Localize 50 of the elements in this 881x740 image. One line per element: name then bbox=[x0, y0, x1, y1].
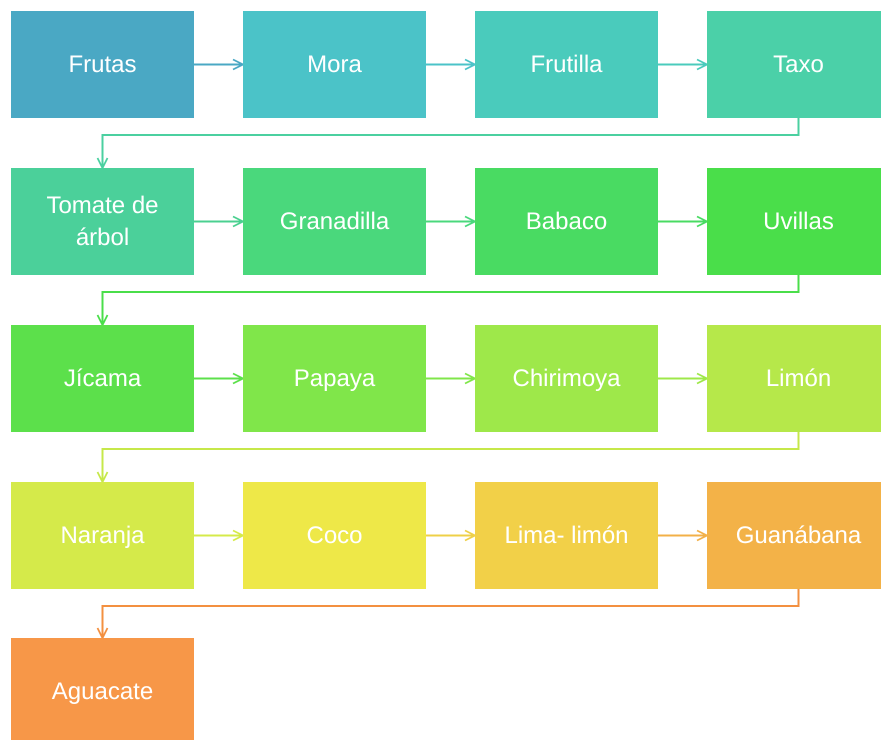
process-box bbox=[11, 11, 194, 118]
box-label: Aguacate bbox=[52, 676, 154, 707]
process-box bbox=[243, 168, 426, 275]
process-box bbox=[475, 168, 658, 275]
arrow bbox=[658, 372, 708, 384]
arrow bbox=[658, 530, 708, 542]
box-label: Jícama bbox=[64, 364, 142, 394]
box-label: Naranja bbox=[60, 520, 145, 551]
box-label: Granadilla bbox=[280, 206, 390, 237]
arrow bbox=[96, 275, 800, 326]
process-box bbox=[707, 482, 881, 589]
box-label: Guanábana bbox=[736, 520, 862, 551]
box-label: Papaya bbox=[294, 364, 376, 394]
process-box bbox=[243, 325, 426, 432]
arrow bbox=[96, 589, 800, 639]
arrow bbox=[426, 372, 476, 384]
box-label: Uvillas bbox=[763, 206, 834, 237]
process-box bbox=[475, 325, 658, 432]
arrow bbox=[194, 530, 244, 542]
arrow bbox=[426, 58, 476, 70]
process-box bbox=[475, 11, 658, 118]
arrow bbox=[658, 58, 708, 70]
process-box bbox=[11, 482, 194, 589]
arrow bbox=[194, 58, 244, 70]
process-box bbox=[11, 168, 194, 275]
process-box bbox=[243, 11, 426, 118]
process-box bbox=[243, 482, 426, 589]
box-label: Limón bbox=[766, 364, 832, 394]
process-box bbox=[707, 325, 881, 432]
box-label: Chirimoya bbox=[512, 364, 621, 394]
box-label: Frutas bbox=[68, 50, 136, 80]
process-box bbox=[475, 482, 658, 589]
box-label: Mora bbox=[307, 50, 362, 80]
arrow bbox=[426, 216, 476, 228]
process-box bbox=[11, 638, 194, 740]
box-label: Frutilla bbox=[530, 50, 602, 80]
process-box bbox=[707, 168, 881, 275]
box-label: Babaco bbox=[526, 206, 608, 237]
box-label: Tomate de árbol bbox=[45, 191, 160, 252]
process-box bbox=[11, 325, 194, 432]
process-box bbox=[707, 11, 881, 118]
box-label: Coco bbox=[306, 520, 363, 551]
arrow bbox=[194, 372, 244, 384]
arrow bbox=[658, 216, 708, 228]
arrow bbox=[96, 432, 800, 483]
box-label: Lima- limón bbox=[504, 520, 629, 551]
arrow bbox=[194, 216, 244, 228]
box-label: Taxo bbox=[773, 50, 824, 80]
arrow bbox=[96, 118, 800, 169]
arrow bbox=[426, 530, 476, 542]
